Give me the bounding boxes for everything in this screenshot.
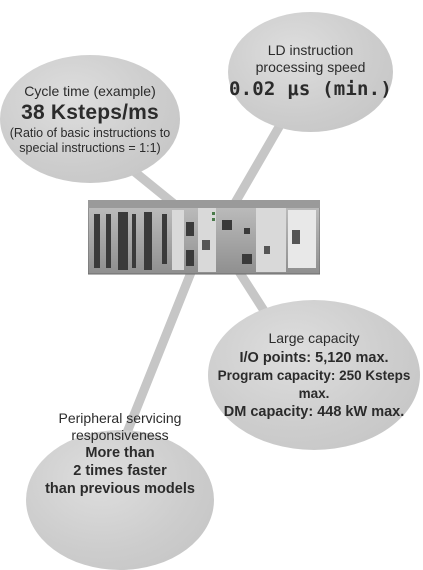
peripheral-label-line2: responsiveness: [71, 427, 169, 443]
peripheral-value-line3: than previous models: [45, 481, 195, 497]
cycle-time-note-line2: special instructions = 1:1): [19, 140, 161, 155]
capacity-dm: DM capacity: 448 kW max.: [223, 403, 405, 420]
cycle-time-note-line1: (Ratio of basic instructions to: [9, 125, 171, 140]
ld-speed-bubble: LD instruction processing speed 0.02 μs …: [228, 12, 393, 132]
capacity-bubble: Large capacity I/O points: 5,120 max. Pr…: [208, 300, 420, 450]
capacity-label: Large capacity: [268, 329, 360, 346]
peripheral-label-line1: Peripheral servicing: [58, 410, 182, 426]
capacity-io-points: I/O points: 5,120 max.: [239, 349, 389, 366]
peripheral-text: Peripheral servicing responsiveness More…: [45, 410, 195, 498]
connector-peripheral: [115, 245, 205, 455]
cycle-time-label: Cycle time (example): [24, 82, 156, 99]
ld-speed-value: 0.02 μs (min.): [229, 78, 392, 100]
ld-speed-label-line1: LD instruction: [267, 42, 354, 58]
capacity-program: Program capacity: 250 Ksteps max.: [217, 367, 411, 401]
peripheral-value-line1: More than: [85, 445, 155, 461]
peripheral-bubble: Peripheral servicing responsiveness More…: [26, 410, 214, 570]
connector-ld-speed: [223, 115, 288, 220]
cycle-time-value: 38 Ksteps/ms: [21, 100, 159, 124]
plc-unit-image: [88, 200, 320, 275]
ld-speed-label-line2: processing speed: [255, 59, 366, 75]
peripheral-value-line2: 2 times faster: [73, 463, 167, 479]
cycle-time-bubble: Cycle time (example) 38 Ksteps/ms (Ratio…: [0, 55, 180, 183]
